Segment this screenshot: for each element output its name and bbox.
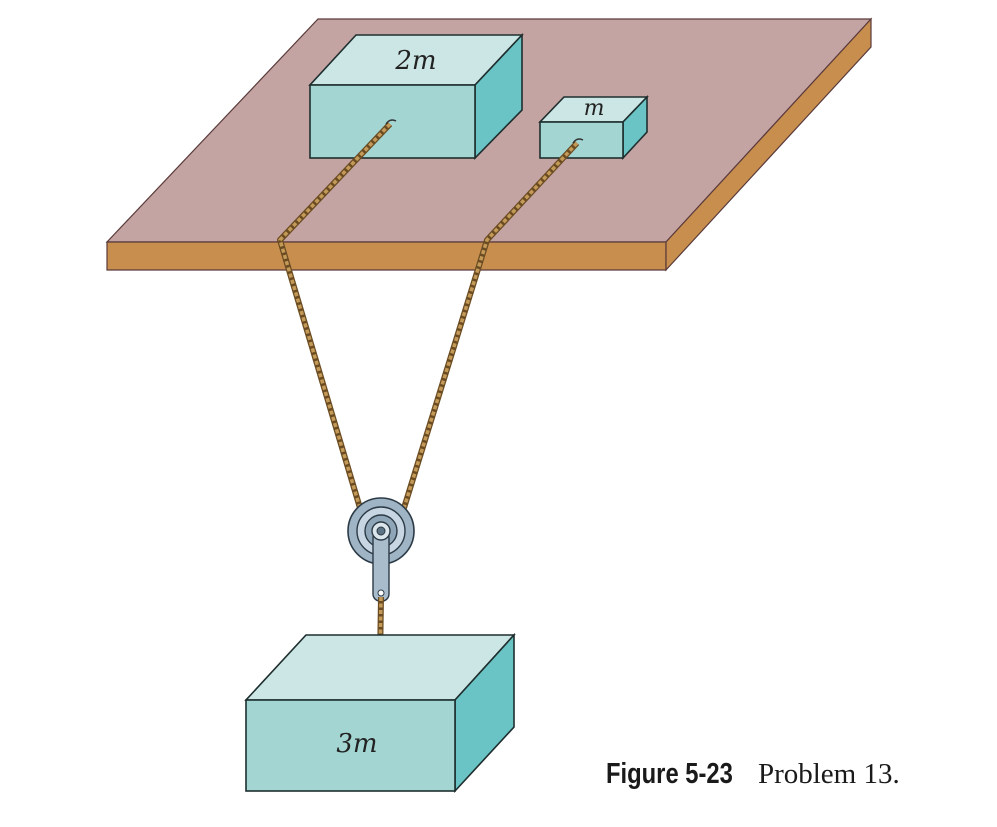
figure-number: Figure 5-23	[606, 758, 733, 790]
figure-caption-text: Problem 13.	[757, 758, 900, 790]
table-side-edge	[665, 17, 872, 272]
block-3m-label: 3m	[336, 729, 377, 759]
table-front-edge	[106, 241, 667, 271]
block-2m: 2m	[308, 32, 524, 160]
rope-right-hook	[572, 138, 584, 144]
figure-caption: Figure 5-23 Problem 13.	[606, 758, 900, 791]
block-2m-label: 2m	[394, 46, 436, 76]
block-3m: 3m	[244, 632, 516, 794]
block-2m-front	[309, 84, 476, 159]
rope-right	[401, 138, 584, 509]
block-m: m	[538, 95, 649, 161]
block-3m-front	[245, 699, 456, 792]
rope-left-hook	[385, 119, 397, 125]
rope-left	[277, 119, 397, 509]
pulley	[347, 497, 415, 602]
block-m-label: m	[584, 96, 605, 121]
